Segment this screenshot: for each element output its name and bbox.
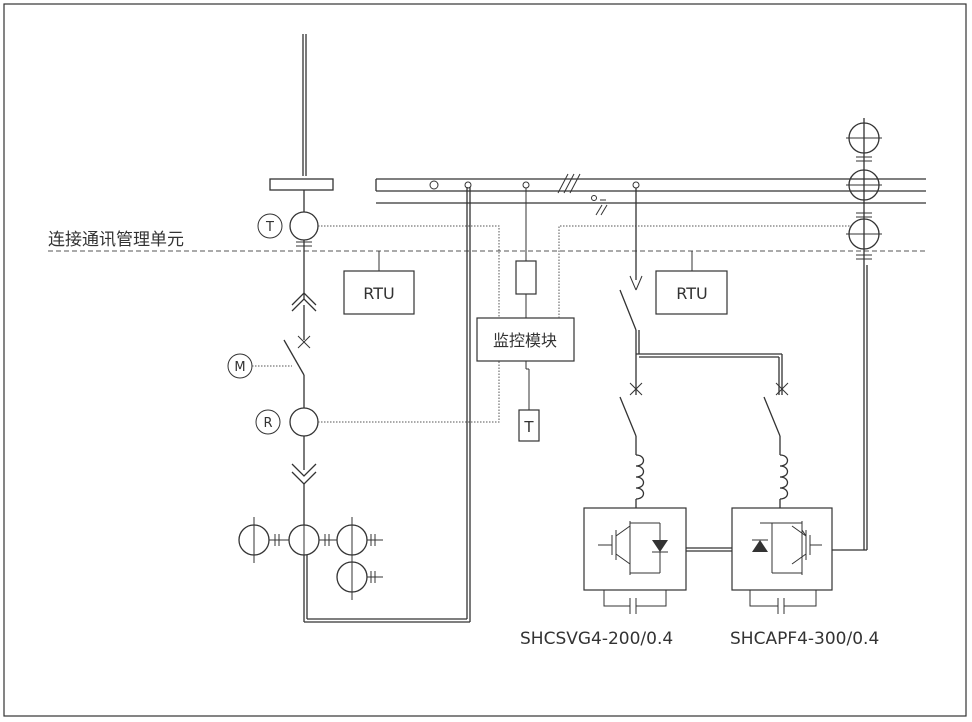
- igbt-icon-apf: [752, 521, 822, 575]
- monitor-module-label: 监控模块: [493, 331, 557, 350]
- current-transformer-bottom: [289, 407, 319, 437]
- comm-unit-label: 连接通讯管理单元: [48, 230, 184, 250]
- r-circle-label: R: [263, 416, 272, 431]
- withdrawable-contact-bottom: [291, 463, 317, 477]
- signal-line-right: [558, 225, 850, 318]
- main-busbar: [375, 173, 926, 216]
- signal-line-bottom-ct: [318, 361, 500, 423]
- rtu-right-label: RTU: [676, 284, 707, 303]
- svg-device-box: [583, 507, 687, 591]
- main-breaker: [283, 339, 305, 376]
- apf-device-box: [731, 507, 833, 591]
- t-box-label: T: [523, 418, 534, 436]
- right-breaker: [619, 289, 637, 331]
- igbt-icon: [598, 521, 668, 575]
- apf-reactor-coil: [779, 454, 789, 500]
- withdrawable-contact-top: [291, 292, 317, 306]
- rtu-left-label: RTU: [363, 284, 394, 303]
- svg-device-model-label: SHCSVG4-200/0.4: [520, 629, 673, 649]
- apf-device-model-label: SHCAPF4-300/0.4: [730, 629, 879, 649]
- right-ct-stack: [832, 118, 882, 551]
- t-circle-label: T: [265, 220, 274, 235]
- signal-line-top-ct: [318, 225, 500, 318]
- apf-branch-switch: [763, 396, 781, 437]
- r-circle: [255, 409, 281, 435]
- left-feeder: T M R: [227, 34, 471, 623]
- incoming-busbar-block: [269, 178, 334, 191]
- t-box: [518, 409, 540, 442]
- svg-branch-switch: [619, 396, 637, 437]
- outer-frame: [3, 3, 967, 717]
- right-feeder: [583, 188, 833, 614]
- current-transformer-top: [289, 211, 319, 241]
- svg-reactor-coil: [635, 454, 645, 500]
- monitor-fuse: [515, 260, 537, 295]
- monitor-module-box: [476, 317, 575, 362]
- m-circle-label: M: [234, 360, 245, 375]
- rtu-left-box: [343, 270, 415, 315]
- control-section: RTU RTU 监控模块 T: [318, 188, 850, 442]
- t-circle: [257, 213, 283, 239]
